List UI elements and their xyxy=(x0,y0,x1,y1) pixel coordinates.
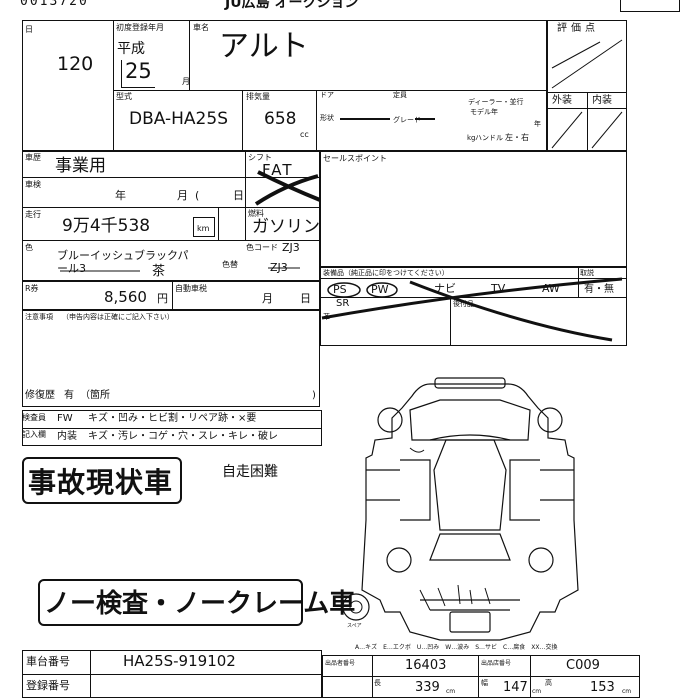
sheet-number: 0013720 xyxy=(20,0,89,9)
height-value: 153 xyxy=(590,680,615,695)
no-claim-stamp xyxy=(38,579,303,626)
equipment-label: 装備品（純正品に印をつけてください） xyxy=(323,269,449,277)
displacement: 658 xyxy=(264,109,297,129)
displacement-label: 排気量 xyxy=(246,92,270,101)
usage-value: 事業用 xyxy=(55,156,106,176)
first-reg-label: 初度登録年月 xyxy=(116,23,164,32)
top-corner-box xyxy=(620,0,680,12)
model-code: DBA-HA25S xyxy=(129,109,228,129)
manual-options: 有・無 xyxy=(584,284,614,295)
seller-number: 16403 xyxy=(405,658,447,673)
sales-point-label: セールスポイント xyxy=(323,154,387,163)
color-code: ZJ3 xyxy=(282,241,300,254)
model-label: 型式 xyxy=(116,92,132,101)
auction-house-title: JU広島 オークション xyxy=(225,0,359,11)
chassis-number: HA25S-919102 xyxy=(123,652,236,670)
exterior-label: 外装 xyxy=(552,95,572,106)
no-claim-stamp-text: ノー検査・ノークレーム車 xyxy=(44,589,356,619)
length-value: 339 xyxy=(415,680,440,695)
reg-year: 25 xyxy=(125,59,152,83)
color-value-2: ール3 xyxy=(57,262,86,275)
interior-color: 茶 xyxy=(152,264,166,279)
accident-stamp-text: 事故現状車 xyxy=(28,466,174,499)
shift-value: FAT xyxy=(262,161,294,179)
spare-label: スペア xyxy=(347,623,362,629)
handle-options: 左・右 xyxy=(505,133,529,142)
accident-stamp xyxy=(22,457,182,504)
width-value: 147 xyxy=(503,680,528,695)
damage-legend: A…キズ E…エクボ U…凹み W…波み S…サビ C…腐食 XX…交換 xyxy=(355,644,558,651)
rating-label: 評価点 xyxy=(557,23,599,34)
header-table xyxy=(22,20,547,151)
mileage-value: 9万4千538 xyxy=(62,216,151,236)
recycle-value: 8,560 xyxy=(104,288,147,306)
color-value-1: ブルーイッシュブラックパ xyxy=(57,249,189,262)
era: 平成 xyxy=(117,41,145,57)
car-name: アルト xyxy=(219,29,309,64)
dealer-number: C009 xyxy=(566,658,600,673)
car-name-label: 車名 xyxy=(193,23,209,32)
interior-label: 内装 xyxy=(592,95,612,106)
lot-number: 120 xyxy=(57,53,94,75)
fuel-value: ガソリン xyxy=(252,217,320,237)
self-driving-note: 自走困難 xyxy=(222,464,278,480)
